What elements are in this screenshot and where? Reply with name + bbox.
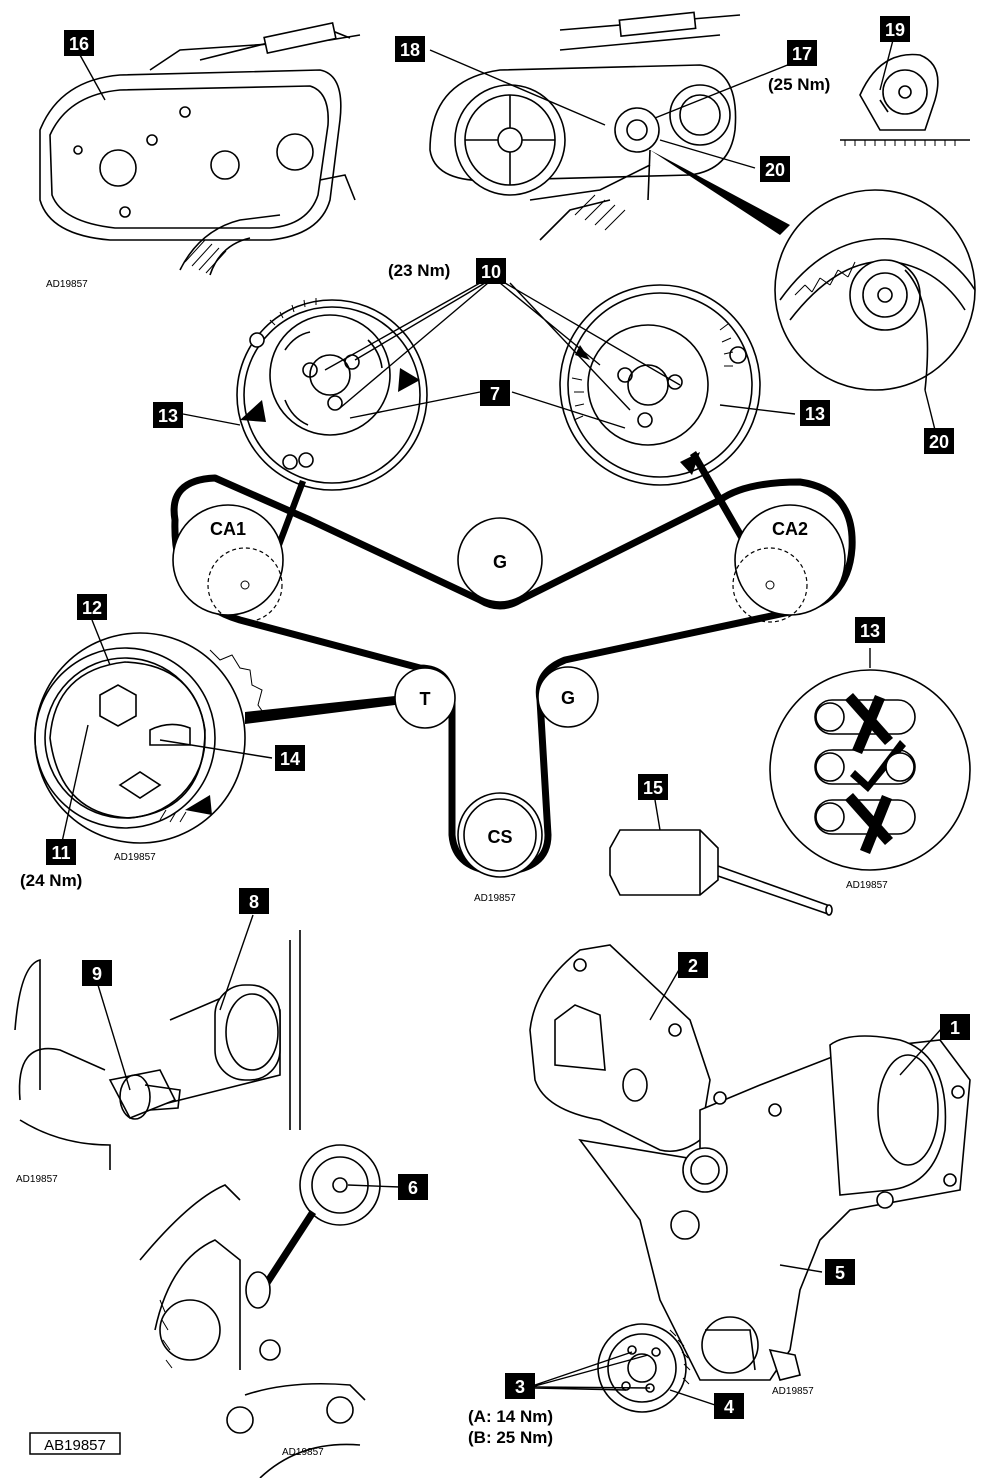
panel-locking-tool bbox=[609, 829, 833, 916]
torque-3-a: (A: 14 Nm) bbox=[468, 1407, 553, 1426]
panel-tensioner-marker-view bbox=[840, 53, 970, 146]
torque-3-b: (B: 25 Nm) bbox=[468, 1428, 553, 1447]
callout-6 bbox=[398, 1174, 428, 1200]
label-crankshaft: CS bbox=[487, 827, 512, 847]
callout-3 bbox=[505, 1373, 535, 1399]
svg-text:19: 19 bbox=[885, 20, 905, 40]
svg-text:15: 15 bbox=[643, 778, 663, 798]
callout-16 bbox=[64, 30, 94, 56]
pulley-crankshaft bbox=[457, 792, 543, 878]
panel-tensioner-detail bbox=[34, 632, 266, 844]
panel-tensioner-engine-view bbox=[429, 11, 741, 241]
panel-engine-cover-view bbox=[39, 21, 361, 276]
ref-code: AD19857 bbox=[474, 893, 516, 904]
panel-camshaft-sprocket-left bbox=[236, 298, 428, 491]
svg-text:16: 16 bbox=[69, 34, 89, 54]
callout-8 bbox=[239, 888, 269, 914]
callout-17 bbox=[787, 40, 817, 66]
callout-2 bbox=[678, 952, 708, 978]
svg-text:12: 12 bbox=[82, 598, 102, 618]
pulley-ca1 bbox=[172, 504, 284, 616]
svg-text:7: 7 bbox=[490, 384, 500, 404]
callout-18 bbox=[395, 36, 425, 62]
callout-13-check bbox=[855, 617, 885, 643]
callout-20-magnifier bbox=[924, 428, 954, 454]
torque-values: (23 Nm) (25 Nm) (24 Nm) (A: 14 Nm) (B: 2… bbox=[20, 75, 830, 1447]
panel-camshaft-sprocket-right bbox=[559, 284, 761, 486]
torque-10: (23 Nm) bbox=[388, 261, 450, 280]
svg-text:13: 13 bbox=[158, 406, 178, 426]
ref-code: AD19857 bbox=[846, 880, 888, 891]
callout-7 bbox=[480, 380, 510, 406]
panel-crankshaft-lock bbox=[14, 930, 301, 1170]
svg-text:2: 2 bbox=[688, 956, 698, 976]
callout-11 bbox=[46, 839, 76, 865]
callout-13-right bbox=[800, 400, 830, 426]
callout-10 bbox=[476, 258, 506, 284]
svg-text:10: 10 bbox=[481, 262, 501, 282]
svg-text:17: 17 bbox=[792, 44, 812, 64]
torque-17: (25 Nm) bbox=[768, 75, 830, 94]
panel-timing-hole bbox=[139, 1144, 381, 1478]
panel-alignment-check bbox=[769, 669, 971, 871]
panel-timing-covers bbox=[529, 944, 971, 1413]
panel-tensioner-magnifier bbox=[650, 150, 976, 391]
svg-text:6: 6 bbox=[408, 1178, 418, 1198]
pulley-g-upper bbox=[457, 517, 543, 603]
svg-text:11: 11 bbox=[51, 843, 70, 863]
label-g-upper: G bbox=[493, 552, 507, 572]
main-ref-box bbox=[29, 1432, 121, 1455]
svg-text:13: 13 bbox=[805, 404, 825, 424]
belt-routing-diagram: CA1 G CA2 T G CS bbox=[170, 474, 856, 878]
label-tensioner: T bbox=[420, 689, 431, 709]
ref-code: AD19857 bbox=[772, 1386, 814, 1397]
pulley-g-lower bbox=[537, 666, 599, 728]
arrow-head-ca2 bbox=[680, 452, 700, 475]
torque-11: (24 Nm) bbox=[20, 871, 82, 890]
callout-14 bbox=[275, 745, 305, 771]
callout-13-left bbox=[153, 402, 183, 428]
ref-code: AD19857 bbox=[46, 279, 88, 290]
svg-text:14: 14 bbox=[280, 749, 300, 769]
callout-tags: 16 18 17 19 20 20 10 7 13 13 13 12 14 11… bbox=[46, 16, 970, 1419]
callout-20-top bbox=[760, 156, 790, 182]
callout-15 bbox=[638, 774, 668, 800]
svg-text:20: 20 bbox=[929, 432, 949, 452]
svg-text:5: 5 bbox=[835, 1263, 845, 1283]
svg-text:20: 20 bbox=[765, 160, 785, 180]
label-ca1: CA1 bbox=[210, 519, 246, 539]
callout-1 bbox=[940, 1014, 970, 1040]
svg-text:4: 4 bbox=[724, 1397, 734, 1417]
svg-text:1: 1 bbox=[950, 1018, 960, 1038]
pulley-ca2 bbox=[734, 504, 846, 616]
leader-lines bbox=[61, 39, 943, 1406]
callout-12 bbox=[77, 594, 107, 620]
label-ca2: CA2 bbox=[772, 519, 808, 539]
ref-code: AD19857 bbox=[282, 1447, 324, 1458]
callout-9 bbox=[82, 960, 112, 986]
svg-text:8: 8 bbox=[249, 892, 259, 912]
ref-code: AD19857 bbox=[114, 852, 156, 863]
callout-19 bbox=[880, 16, 910, 42]
svg-text:3: 3 bbox=[515, 1377, 525, 1397]
label-g-lower: G bbox=[561, 688, 575, 708]
svg-text:13: 13 bbox=[860, 621, 880, 641]
ref-code: AD19857 bbox=[16, 1174, 58, 1185]
svg-text:9: 9 bbox=[92, 964, 102, 984]
svg-text:18: 18 bbox=[400, 40, 420, 60]
main-ref-code: AB19857 bbox=[44, 1437, 106, 1454]
reference-codes: AD19857 AD19857 AD19857 AD19857 AD19857 … bbox=[16, 279, 888, 1458]
callout-5 bbox=[825, 1259, 855, 1285]
callout-4 bbox=[714, 1393, 744, 1419]
